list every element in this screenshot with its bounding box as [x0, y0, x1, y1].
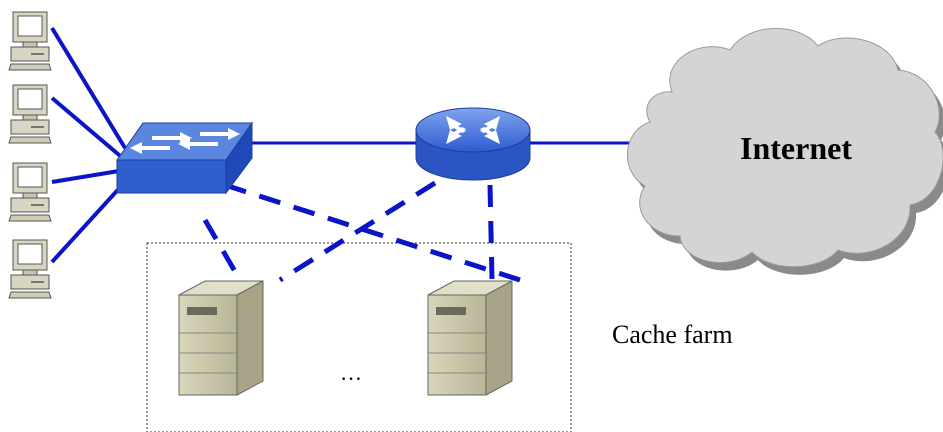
client-computer-2 [8, 84, 52, 144]
cache-links [202, 180, 521, 283]
cache-server-1 [178, 280, 264, 396]
client-computer-3 [8, 162, 52, 222]
internet-label: Internet [740, 130, 852, 166]
client-computer-4 [8, 239, 52, 299]
cache-farm-label: Cache farm [612, 320, 733, 349]
ellipsis-label: … [340, 360, 362, 385]
router-icon [415, 107, 531, 181]
client-computer-1 [8, 11, 52, 71]
cache-server-2 [427, 280, 513, 396]
cache-farm-box [146, 242, 572, 432]
client-links [50, 26, 127, 264]
network-switch-icon [116, 121, 253, 195]
internet-cloud-icon [627, 28, 943, 275]
